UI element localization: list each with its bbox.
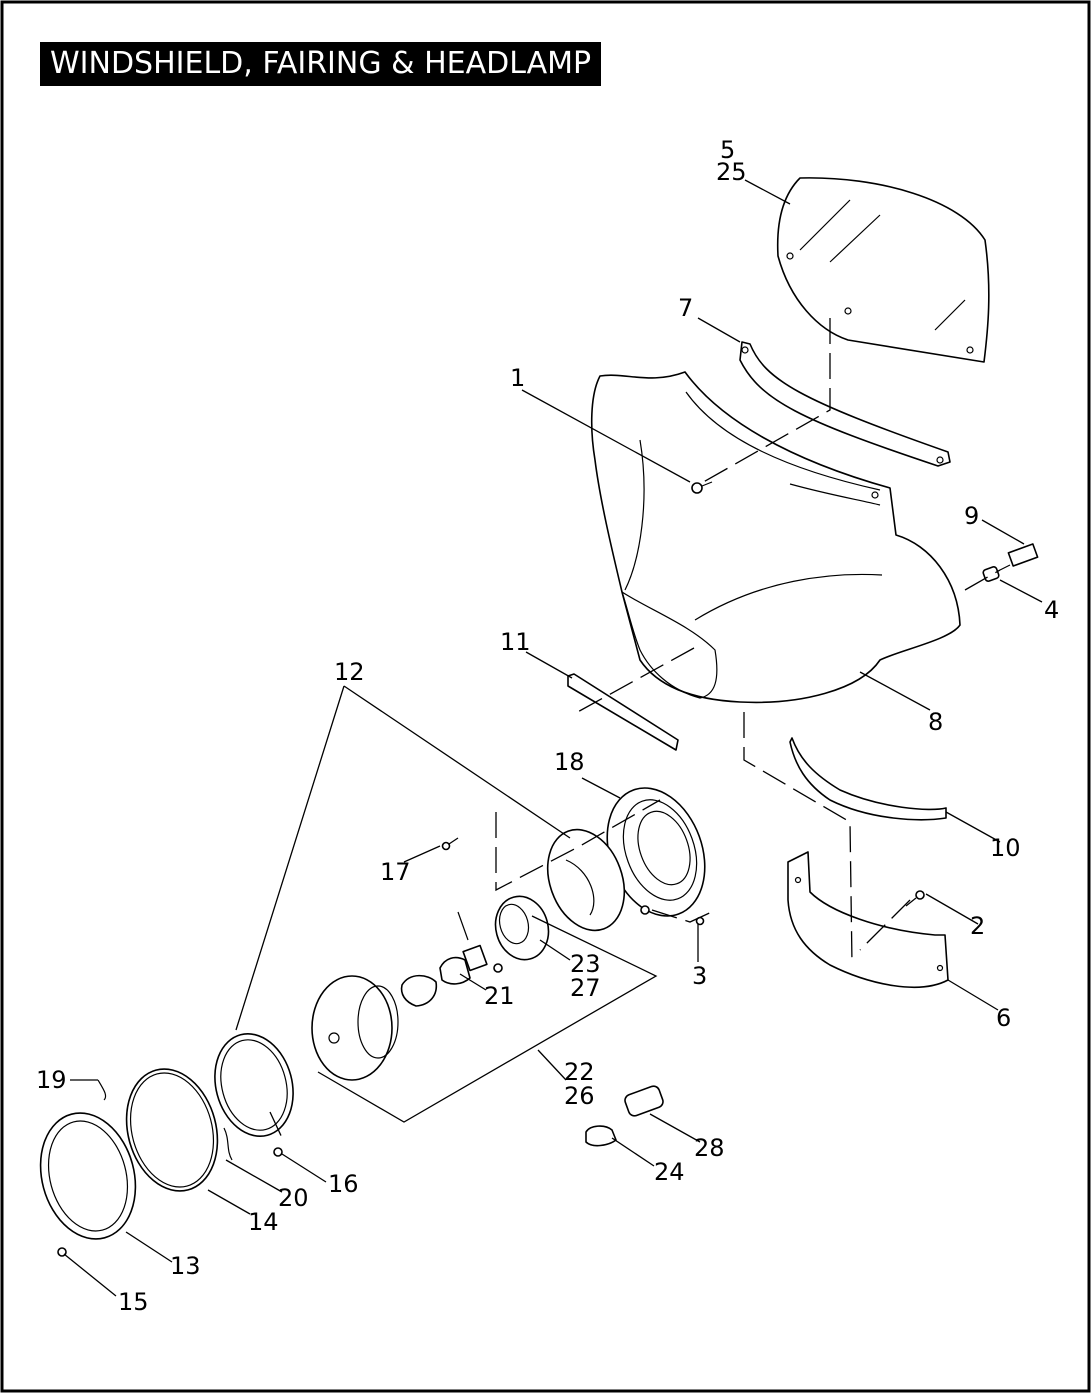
spring-clip [97,1079,107,1101]
callout-4: 4 [1044,596,1059,624]
windshield-trim-strip [739,341,951,467]
callout-labels: 5 25 7 1 9 4 11 12 8 18 10 17 2 23 27 3 … [36,136,1059,1316]
mounting-bracket [787,851,949,989]
callout-27: 27 [570,974,601,1002]
assembly-lines [269,318,1001,1143]
leader-lines [63,179,1043,1297]
callout-17: 17 [380,858,411,886]
callout-21: 21 [484,982,515,1010]
callout-24: 24 [654,1158,685,1186]
headlamp-housing [546,828,626,932]
callout-18: 18 [554,748,585,776]
bulb-socket-boot [494,895,550,961]
callout-22: 22 [564,1058,595,1086]
position-lamp-socket [624,1085,664,1117]
callout-16: 16 [328,1170,359,1198]
fairing-screw [691,481,713,494]
retaining-ring [214,1033,294,1137]
mount-knob [999,543,1039,571]
position-lamp-bulb [585,1125,617,1147]
headlamp-seal [125,1068,219,1192]
callout-6: 6 [996,1004,1011,1032]
callout-10: 10 [990,834,1021,862]
headlamp-bulb [439,911,488,985]
callout-15: 15 [118,1288,149,1316]
page-title: WINDSHIELD, FAIRING & HEADLAMP [40,42,602,86]
lower-bracket [789,737,947,821]
callout-28: 28 [694,1134,725,1162]
headlamp-trim-ring [39,1112,137,1240]
mount-grommet [982,566,1000,582]
adjust-spring [223,1127,233,1161]
callout-14: 14 [248,1208,279,1236]
callout-23: 23 [570,950,601,978]
wire-connector [493,963,503,973]
bulb-connector [400,974,438,1007]
callout-7: 7 [678,294,693,322]
callout-3: 3 [692,962,707,990]
fairing-trim-strip [567,673,679,751]
windshield [776,177,990,363]
callout-25: 25 [716,158,747,186]
fairing [590,371,961,704]
headlamp-mounting-ring [606,787,706,917]
callout-1: 1 [510,364,525,392]
housing-screw [441,837,459,851]
callout-11: 11 [500,628,531,656]
adjust-screw [640,905,650,915]
callout-26: 26 [564,1082,595,1110]
callout-2: 2 [970,912,985,940]
callout-8: 8 [928,708,943,736]
callout-9: 9 [964,502,979,530]
callout-12: 12 [334,658,365,686]
callout-5: 5 [720,136,735,164]
retaining-screw [273,1147,283,1157]
bracket-screw [905,890,925,907]
callout-13: 13 [170,1252,201,1280]
callout-20: 20 [278,1184,309,1212]
callout-19: 19 [36,1066,67,1094]
headlamp-lens [311,975,399,1081]
